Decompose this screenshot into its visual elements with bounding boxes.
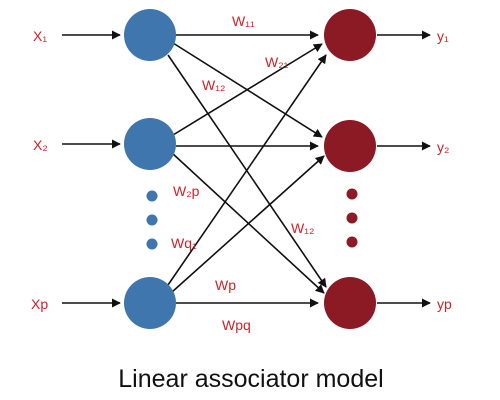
edge-xp-y1 xyxy=(167,54,327,286)
input-ellipsis-dot xyxy=(146,214,158,226)
weight-label-w12-top: W₁₂ xyxy=(202,77,225,93)
output-label-yp: yp xyxy=(437,296,452,312)
weight-label-wq1: Wq₁ xyxy=(171,235,197,251)
output-label-y1: y₁ xyxy=(437,28,449,44)
weight-label-w2p: W₂p xyxy=(173,183,200,199)
weight-label-wpq: Wpq xyxy=(222,317,251,333)
weight-label-w21: W₂₁ xyxy=(265,54,289,70)
input-ellipsis-dot xyxy=(146,238,158,250)
input-ellipsis-dot xyxy=(146,190,158,202)
edge-xp-y2 xyxy=(171,155,325,293)
edge-x2-y1 xyxy=(172,43,323,136)
input-node-x1 xyxy=(124,9,176,61)
weight-label-w11: W₁₁ xyxy=(232,13,255,29)
weight-label-wp: Wp xyxy=(215,277,236,293)
output-node-yp xyxy=(324,277,376,329)
output-label-y2: y₂ xyxy=(437,139,449,155)
output-ellipsis-dot xyxy=(346,236,358,248)
diagram-caption: Linear associator model xyxy=(118,365,383,393)
output-ellipsis-dot xyxy=(346,212,358,224)
input-label-xp: Xp xyxy=(31,296,48,312)
output-ellipsis-dot xyxy=(346,188,358,200)
output-node-y1 xyxy=(324,9,376,61)
input-node-x2 xyxy=(124,118,176,170)
input-label-x1: X₁ xyxy=(33,28,47,44)
weight-label-w12-right: W₁₂ xyxy=(291,220,314,236)
output-node-y2 xyxy=(324,120,376,172)
input-node-xp xyxy=(124,277,176,329)
input-label-x2: X₂ xyxy=(33,137,48,153)
